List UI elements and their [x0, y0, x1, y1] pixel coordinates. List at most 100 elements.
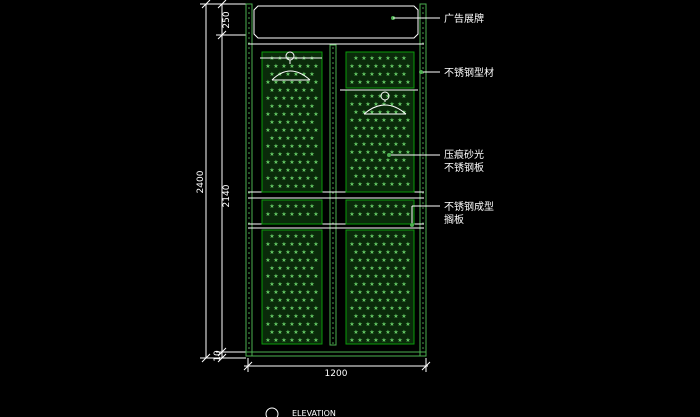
- star-mark: ★: [349, 133, 354, 140]
- star-mark: ★: [265, 127, 270, 134]
- star-mark: ★: [365, 63, 370, 70]
- star-mark: ★: [397, 257, 402, 264]
- star-mark: ★: [377, 157, 382, 164]
- post-dot: [422, 62, 424, 64]
- star-mark: ★: [369, 71, 374, 78]
- post-dot: [422, 302, 424, 304]
- post-dot: [248, 207, 250, 209]
- star-mark: ★: [381, 289, 386, 296]
- star-mark: ★: [349, 165, 354, 172]
- star-mark: ★: [297, 143, 302, 150]
- hanger-right: [340, 89, 418, 115]
- star-mark: ★: [313, 143, 318, 150]
- star-mark: ★: [373, 305, 378, 312]
- star-mark: ★: [361, 157, 366, 164]
- star-mark: ★: [373, 149, 378, 156]
- post-dot: [422, 22, 424, 24]
- star-mark: ★: [381, 241, 386, 248]
- post-dot: [332, 152, 334, 154]
- star-mark: ★: [309, 249, 314, 256]
- star-mark: ★: [285, 71, 290, 78]
- post-dot: [422, 332, 424, 334]
- star-mark: ★: [405, 63, 410, 70]
- star-mark: ★: [293, 329, 298, 336]
- post-dot: [422, 262, 424, 264]
- star-mark: ★: [401, 203, 406, 210]
- star-mark: ★: [385, 141, 390, 148]
- star-mark: ★: [313, 127, 318, 134]
- star-mark: ★: [373, 321, 378, 328]
- post-dot: [332, 302, 334, 304]
- post-dot: [422, 327, 424, 329]
- star-mark: ★: [377, 249, 382, 256]
- star-mark: ★: [277, 135, 282, 142]
- star-mark: ★: [397, 149, 402, 156]
- star-mark: ★: [293, 87, 298, 94]
- star-mark: ★: [313, 257, 318, 264]
- post-dot: [248, 297, 250, 299]
- post-dot: [422, 122, 424, 124]
- star-mark: ★: [277, 87, 282, 94]
- star-mark: ★: [301, 151, 306, 158]
- star-mark: ★: [297, 241, 302, 248]
- star-mark: ★: [397, 321, 402, 328]
- star-mark: ★: [305, 175, 310, 182]
- star-mark: ★: [373, 79, 378, 86]
- post-dot: [422, 92, 424, 94]
- star-mark: ★: [393, 313, 398, 320]
- post-dot: [422, 202, 424, 204]
- star-mark: ★: [301, 183, 306, 190]
- post-dot: [422, 27, 424, 29]
- dim-middle-height: 2140: [222, 184, 232, 207]
- star-mark: ★: [365, 133, 370, 140]
- star-mark: ★: [273, 127, 278, 134]
- post-dot: [332, 267, 334, 269]
- star-mark: ★: [369, 125, 374, 132]
- star-mark: ★: [313, 175, 318, 182]
- post-dot: [332, 317, 334, 319]
- star-mark: ★: [389, 101, 394, 108]
- star-mark: ★: [349, 181, 354, 188]
- title-text: ELEVATION: [292, 409, 336, 417]
- star-mark: ★: [381, 321, 386, 328]
- post-dot: [248, 237, 250, 239]
- star-mark: ★: [405, 273, 410, 280]
- post-dot: [422, 152, 424, 154]
- star-mark: ★: [285, 313, 290, 320]
- post-dot: [422, 292, 424, 294]
- post-dot: [332, 257, 334, 259]
- post-dot: [248, 122, 250, 124]
- post-dot: [422, 172, 424, 174]
- star-mark: ★: [277, 233, 282, 240]
- star-mark: ★: [281, 79, 286, 86]
- star-mark: ★: [305, 273, 310, 280]
- star-mark: ★: [397, 241, 402, 248]
- star-mark: ★: [265, 175, 270, 182]
- star-mark: ★: [365, 149, 370, 156]
- star-mark: ★: [281, 211, 286, 218]
- post-dot: [422, 137, 424, 139]
- post-dot: [248, 332, 250, 334]
- post-dot: [422, 97, 424, 99]
- star-mark: ★: [273, 175, 278, 182]
- star-mark: ★: [309, 167, 314, 174]
- star-mark: ★: [353, 173, 358, 180]
- post-dot: [422, 272, 424, 274]
- title-block: ELEVATION: [265, 407, 336, 417]
- star-mark: ★: [389, 63, 394, 70]
- star-mark: ★: [297, 305, 302, 312]
- star-mark: ★: [277, 71, 282, 78]
- post-dot: [248, 152, 250, 154]
- star-mark: ★: [313, 63, 318, 70]
- post-dot: [422, 47, 424, 49]
- star-mark: ★: [265, 63, 270, 70]
- star-mark: ★: [393, 109, 398, 116]
- star-mark: ★: [305, 127, 310, 134]
- star-mark: ★: [297, 337, 302, 344]
- star-mark: ★: [301, 281, 306, 288]
- star-mark: ★: [313, 289, 318, 296]
- panels: [261, 51, 415, 345]
- frame-post-dots: [248, 7, 424, 349]
- star-mark: ★: [393, 233, 398, 240]
